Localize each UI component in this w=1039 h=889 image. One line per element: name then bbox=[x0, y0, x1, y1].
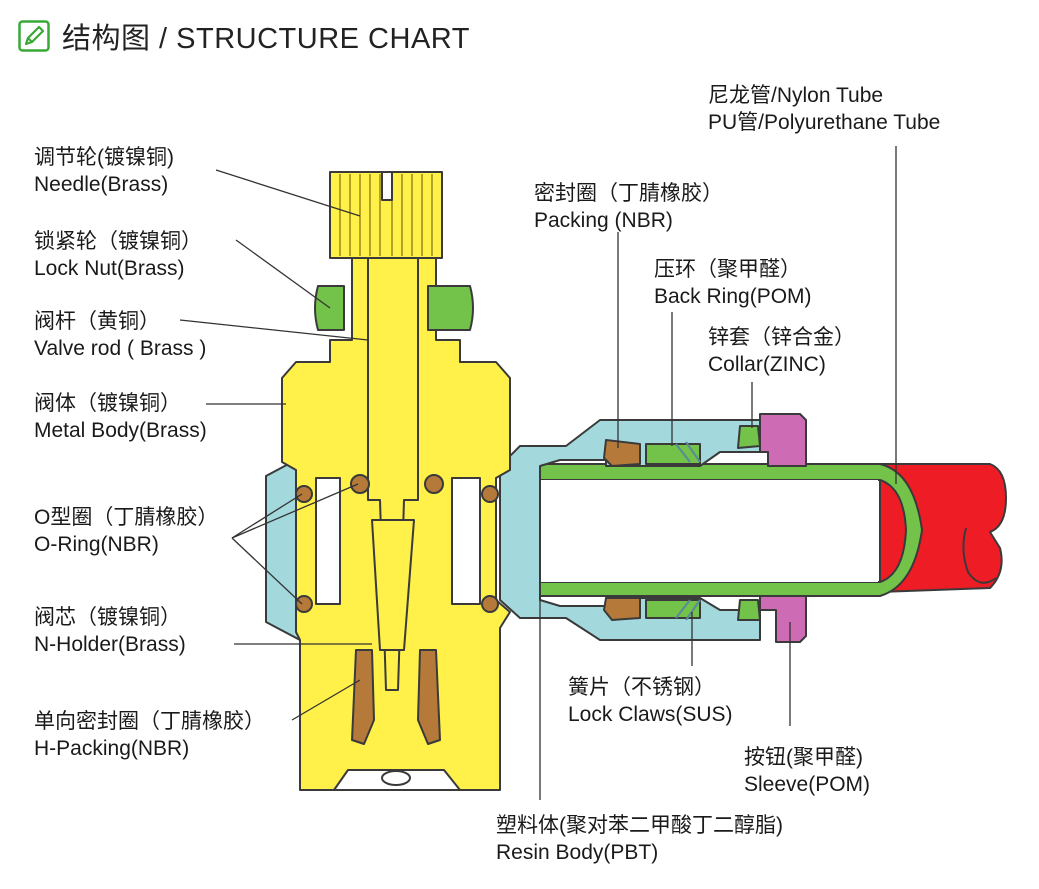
label-needle-en: Needle(Brass) bbox=[34, 173, 169, 196]
o-ring-6 bbox=[481, 595, 499, 613]
label-lock-nut-cn: 锁紧轮（镀镍铜） bbox=[34, 230, 202, 253]
page-header: 结构图 / STRUCTURE CHART bbox=[18, 16, 470, 56]
label-valve-rod: 阀杆（黄铜） Valve rod ( Brass ) bbox=[34, 308, 206, 362]
label-back-ring-cn: 压环（聚甲醛） bbox=[654, 258, 801, 281]
page-title: 结构图 / STRUCTURE CHART bbox=[62, 23, 470, 55]
body-cavity-right bbox=[451, 477, 481, 605]
tube-bore bbox=[538, 480, 878, 582]
valve-rod-taper bbox=[371, 519, 415, 651]
collar-top bbox=[737, 425, 761, 449]
tube-inner-wall bbox=[962, 527, 997, 584]
body-cavity-left bbox=[315, 477, 341, 605]
label-h-packing-cn: 单向密封圈（丁腈橡胶） bbox=[34, 710, 265, 733]
label-sleeve: 按钮(聚甲醛) Sleeve(POM) bbox=[744, 744, 870, 798]
sleeve-bottom bbox=[759, 595, 807, 643]
valve-rod bbox=[367, 257, 419, 691]
label-n-holder: 阀芯（镀镍铜） N-Holder(Brass) bbox=[34, 604, 186, 658]
label-o-ring-cn: O型圈（丁腈橡胶） bbox=[34, 506, 219, 529]
tube-green-top bbox=[537, 463, 923, 597]
label-metal-body: 阀体（镀镍铜） Metal Body(Brass) bbox=[34, 390, 207, 444]
needle-slot bbox=[381, 171, 393, 201]
label-o-ring-en: O-Ring(NBR) bbox=[34, 533, 159, 556]
label-tube-en: PU管/Polyurethane Tube bbox=[708, 111, 941, 134]
h-packing-right bbox=[417, 649, 441, 745]
label-o-ring: O型圈（丁腈橡胶） O-Ring(NBR) bbox=[34, 504, 218, 558]
label-collar: 锌套（锌合金） Collar(ZINC) bbox=[708, 324, 855, 378]
label-lock-claws: 簧片（不锈钢） Lock Claws(SUS) bbox=[568, 674, 733, 728]
lock-claws-top bbox=[675, 441, 701, 463]
packing-top bbox=[603, 439, 641, 467]
label-resin-body: 塑料体(聚对苯二甲酸丁二醇脂) Resin Body(PBT) bbox=[496, 812, 783, 866]
o-ring-2 bbox=[350, 474, 370, 494]
h-packing-left bbox=[351, 649, 375, 745]
o-ring-4 bbox=[481, 485, 499, 503]
label-back-ring: 压环（聚甲醛） Back Ring(POM) bbox=[654, 256, 812, 310]
resin-body-left-cap bbox=[265, 459, 301, 641]
label-tube: 尼龙管/Nylon Tube PU管/Polyurethane Tube bbox=[708, 82, 940, 136]
sleeve-top bbox=[759, 413, 807, 467]
label-back-ring-en: Back Ring(POM) bbox=[654, 285, 812, 308]
label-tube-cn: 尼龙管/Nylon Tube bbox=[708, 84, 884, 107]
back-ring-top bbox=[645, 443, 701, 465]
lock-claws-bottom bbox=[675, 599, 701, 621]
label-sleeve-en: Sleeve(POM) bbox=[744, 773, 871, 796]
label-sleeve-cn: 按钮(聚甲醛) bbox=[744, 746, 863, 769]
label-n-holder-en: N-Holder(Brass) bbox=[34, 633, 186, 656]
label-lock-nut-en: Lock Nut(Brass) bbox=[34, 257, 185, 280]
label-lock-claws-cn: 簧片（不锈钢） bbox=[568, 676, 715, 699]
label-packing: 密封圈（丁腈橡胶） Packing (NBR) bbox=[534, 180, 723, 234]
label-valve-rod-cn: 阀杆（黄铜） bbox=[34, 310, 160, 333]
packing-bottom bbox=[603, 597, 641, 621]
label-n-holder-cn: 阀芯（镀镍铜） bbox=[34, 606, 181, 629]
leader-lines bbox=[179, 146, 897, 800]
label-resin-body-en: Resin Body(PBT) bbox=[496, 841, 659, 864]
label-valve-rod-en: Valve rod ( Brass ) bbox=[34, 337, 207, 360]
label-h-packing-en: H-Packing(NBR) bbox=[34, 737, 190, 760]
label-lock-nut: 锁紧轮（镀镍铜） Lock Nut(Brass) bbox=[34, 228, 202, 282]
label-packing-en: Packing (NBR) bbox=[534, 209, 673, 232]
pencil-logo-icon bbox=[18, 20, 50, 52]
label-h-packing: 单向密封圈（丁腈橡胶） H-Packing(NBR) bbox=[34, 708, 265, 762]
o-ring-1 bbox=[295, 485, 313, 503]
label-resin-body-cn: 塑料体(聚对苯二甲酸丁二醇脂) bbox=[496, 814, 783, 837]
o-ring-5 bbox=[295, 595, 313, 613]
label-collar-cn: 锌套（锌合金） bbox=[708, 326, 855, 349]
label-packing-cn: 密封圈（丁腈橡胶） bbox=[534, 182, 723, 205]
collar-bottom bbox=[737, 599, 761, 621]
label-needle: 调节轮(镀镍铜) Needle(Brass) bbox=[34, 144, 174, 198]
outlet-hole bbox=[381, 770, 411, 786]
label-metal-body-cn: 阀体（镀镍铜） bbox=[34, 392, 181, 415]
label-lock-claws-en: Lock Claws(SUS) bbox=[568, 703, 733, 726]
label-metal-body-en: Metal Body(Brass) bbox=[34, 419, 207, 442]
o-ring-3 bbox=[424, 474, 444, 494]
needle-head bbox=[329, 171, 443, 259]
label-needle-cn: 调节轮(镀镍铜) bbox=[34, 146, 174, 169]
lock-nut bbox=[314, 285, 474, 331]
label-collar-en: Collar(ZINC) bbox=[708, 353, 826, 376]
